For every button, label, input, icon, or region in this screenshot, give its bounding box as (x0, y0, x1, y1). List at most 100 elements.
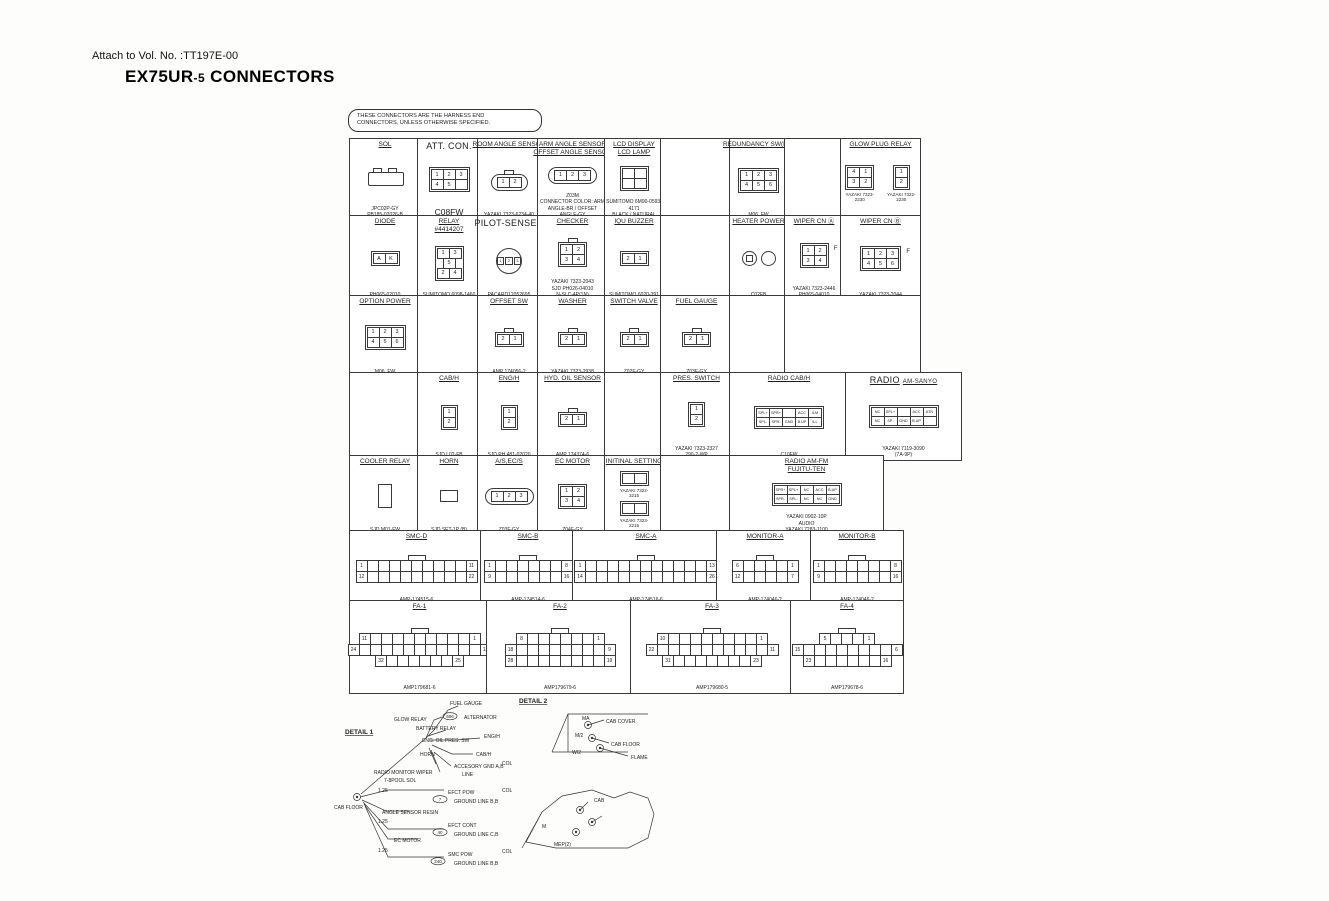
connector-part-numbers: M06_FW (748, 212, 768, 218)
harness-line (591, 815, 603, 823)
connector-cell-smc-a: SMC-A1131426AMP-174516-6 (572, 530, 720, 606)
connector-part-numbers: SJD SET-1P (B) (431, 527, 467, 533)
connector-cell-fuel-gauge: FUEL GAUGE21Z03F-GY (660, 295, 733, 378)
harness-note-line2: CONNECTORS, UNLESS OTHERWISE SPECIFIED. (357, 120, 491, 127)
connector-housing (619, 470, 649, 486)
harness-line (433, 751, 452, 767)
harness-node-dot (586, 723, 590, 727)
title-word: CONNECTORS (205, 67, 335, 86)
part-number: PACARD12052695 (488, 292, 531, 298)
connector-lock-tab (637, 554, 655, 560)
harness-node-dot (574, 830, 578, 834)
harness-line (360, 705, 459, 795)
part-number: YAZAKI 7119-3090 (882, 445, 925, 452)
connector-part-numbers: SUMITOMO 6020-391 (609, 292, 659, 298)
part-number: C10FW (781, 452, 798, 458)
harness-node (353, 793, 361, 801)
detail-label: LINE (462, 772, 474, 778)
detail-label: BATTERY RELAY (416, 726, 457, 732)
connector-part-numbers: AMP-174046-2 (748, 597, 782, 603)
connector-part-numbers: Z03F-GY (499, 527, 520, 533)
part-number: M06_FW (748, 212, 768, 218)
pin: 6 (390, 336, 404, 348)
connector-cell-diode: DIODEAKPH065-02010 (349, 215, 421, 301)
connector-lock-tab (703, 628, 721, 634)
part-number: PB185-02026-B (367, 212, 403, 218)
detail-label: GROUND LINE B,B (454, 861, 499, 867)
pin: B.UP (909, 415, 924, 426)
part-number: C02FB (751, 292, 767, 298)
connector-title-text: ARM ANGLE SENSOR (538, 141, 607, 148)
connector-title: SOL (378, 141, 391, 149)
pin: 2 (690, 413, 703, 425)
part-number: SJD PH 481-02020 (487, 452, 530, 458)
detail-label: ANGLE SENSOR RESIN (382, 810, 439, 816)
connector-cell-eng-h: ENG/H12SJD PH 481-02020 (477, 372, 541, 461)
wire-number-badge (432, 828, 448, 837)
connector-lock-tab (838, 628, 856, 634)
pin (633, 472, 647, 484)
part-number: YAZAKI 7323-6234-40 (484, 212, 534, 218)
harness-line (427, 729, 447, 737)
harness-node-dot (355, 795, 359, 799)
sol-body (368, 172, 404, 187)
connector-part-numbers: PH065-02010 (370, 292, 401, 298)
pin: 2 (505, 256, 513, 265)
pin: SPR- (773, 493, 788, 504)
connector-housing (619, 165, 649, 191)
pin: 16 (889, 570, 902, 583)
pin: 1 (592, 633, 605, 646)
connector-cell-switch-valve: SWITCH VALVE21Z02F-GY (604, 295, 664, 378)
pin: 7 (786, 570, 799, 583)
detail-label: 1.25 (378, 788, 388, 794)
part-number: 290-2-WP (675, 452, 718, 458)
pin: GND (896, 415, 911, 426)
harness-node (588, 734, 596, 742)
pin: 19 (603, 655, 616, 668)
connector-title-text: RADIO (869, 375, 900, 385)
part-number: YAZAKI 7323-2044 (859, 292, 902, 298)
connector-title-text: RELAY (438, 218, 460, 225)
detail-label: CAB (594, 798, 605, 804)
wire-number-badge (432, 795, 448, 804)
connector-title: SMC-D (406, 533, 427, 541)
connector-part-numbers: C02FB (751, 292, 767, 298)
pin: 2 (442, 416, 456, 428)
